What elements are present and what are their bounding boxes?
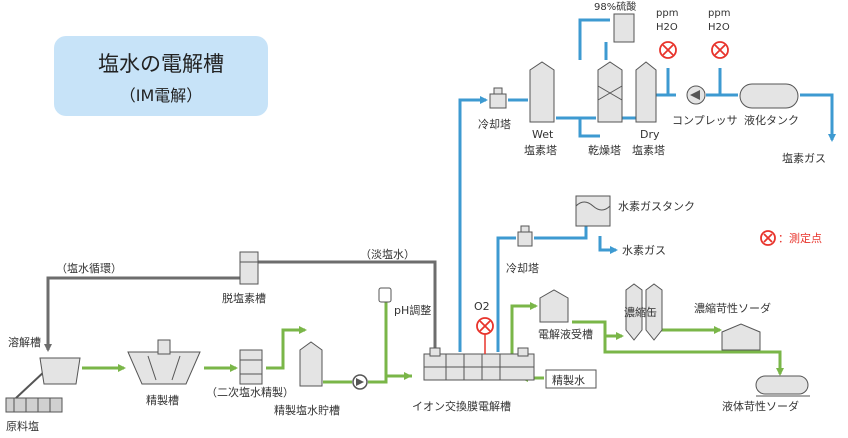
- compressor: [686, 85, 706, 105]
- label-ppm-1: ppm: [656, 8, 678, 19]
- ph-adjust-vessel: [378, 287, 392, 303]
- label-h2o-1: H2O: [656, 22, 678, 33]
- label-dissolving-tank: 溶解槽: [8, 335, 41, 349]
- drying-tower: [597, 61, 623, 123]
- hydrogen-gas-tank: [575, 195, 611, 227]
- secondary-refining-column: [239, 349, 263, 385]
- label-wet-tower-1: Wet: [532, 128, 554, 141]
- measurement-point-icon: [476, 317, 494, 354]
- electrolyzer: [423, 347, 535, 381]
- measurement-point-icon: [760, 230, 776, 246]
- title-box: 塩水の電解槽 （IM電解）: [54, 36, 268, 116]
- label-refined-brine-tank: 精製塩水貯槽: [274, 403, 340, 417]
- liquid-caustic-tank: [755, 375, 810, 397]
- legend-measurement-point: ：測定点: [778, 231, 822, 245]
- brine-lines: [82, 300, 784, 384]
- refined-brine-tank: [299, 341, 323, 387]
- label-brine-circulation: （塩水循環）: [56, 261, 122, 275]
- label-sulfuric-acid: 98%硫酸: [594, 0, 636, 13]
- label-dry-tower-2: 塩素塔: [632, 143, 665, 157]
- pump-icon: [352, 374, 368, 390]
- label-electrolyzer: イオン交換膜電解槽: [412, 399, 511, 413]
- label-concentrator: 濃縮缶: [624, 305, 657, 319]
- label-hydrogen-gas: 水素ガス: [622, 244, 666, 257]
- label-secondary-refining: （二次塩水精製）: [206, 385, 294, 399]
- cooling-tower-icon: [489, 87, 507, 109]
- label-pure-water: 精製水: [552, 373, 585, 387]
- label-conc-caustic: 濃縮苛性ソーダ: [694, 301, 771, 315]
- raw-salt-pile: [5, 369, 63, 413]
- concentrated-caustic-tank: [721, 323, 761, 351]
- label-dry-tower-1: Dry: [640, 128, 660, 141]
- label-wet-tower-2: 塩素塔: [524, 143, 557, 157]
- measurement-point-icon: [659, 41, 677, 59]
- dissolving-tank: [39, 357, 81, 385]
- label-dilute-brine: （淡塩水）: [360, 247, 415, 261]
- label-h2o-2: H2O: [708, 22, 730, 33]
- diagram-subtitle: （IM電解）: [119, 86, 203, 105]
- label-compressor: コンプレッサ: [672, 114, 738, 127]
- sulfuric-acid-tank: [613, 13, 635, 43]
- refining-tank: [127, 339, 201, 385]
- label-refining-tank: 精製槽: [146, 393, 179, 407]
- label-drying-tower: 乾燥塔: [588, 144, 621, 157]
- liquefaction-tank: [739, 83, 799, 109]
- wet-chlorine-tower: [529, 61, 555, 123]
- label-electrolyte-tank: 電解液受槽: [538, 327, 593, 341]
- label-liquid-caustic: 液体苛性ソーダ: [722, 399, 799, 413]
- pure-water-box: [545, 369, 597, 389]
- gas-lines: [458, 18, 836, 352]
- label-ph-adjust: pH調整: [394, 303, 431, 317]
- dry-chlorine-tower: [635, 61, 657, 123]
- dechlorination-tank: [239, 251, 259, 285]
- label-raw-salt: 原料塩: [6, 419, 39, 433]
- label-o2: O2: [474, 300, 490, 313]
- electrolyte-receiving-tank: [539, 289, 569, 323]
- label-hydrogen-tank: 水素ガスタンク: [618, 200, 695, 213]
- concentrator: [625, 283, 663, 341]
- diagram-title: 塩水の電解槽: [98, 52, 224, 76]
- label-chlorine-gas: 塩素ガス: [782, 151, 826, 165]
- label-liquefaction-tank: 液化タンク: [744, 113, 799, 127]
- label-ppm-2: ppm: [708, 8, 730, 19]
- cooling-tower-icon: [517, 225, 533, 247]
- label-dechlorination-tank: 脱塩素槽: [222, 291, 266, 305]
- label-cooling-tower-mid: 冷却塔: [506, 262, 539, 275]
- label-cooling-tower-top: 冷却塔: [478, 118, 511, 131]
- measurement-point-icon: [711, 41, 729, 59]
